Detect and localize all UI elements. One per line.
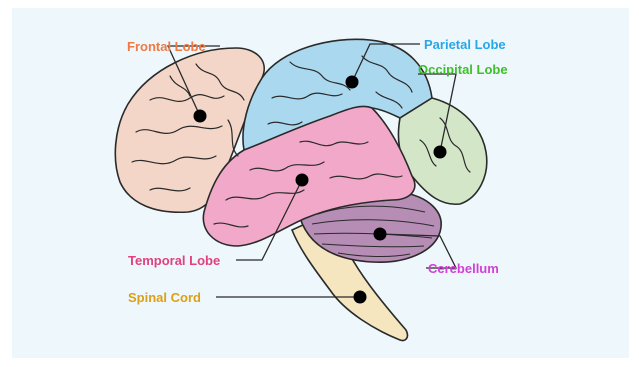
frontal-lobe-label: Frontal Lobe — [127, 39, 206, 54]
parietal-marker-dot — [346, 76, 359, 89]
occipital-lobe-label: Occipital Lobe — [418, 62, 508, 77]
occipital-marker-dot — [434, 146, 447, 159]
frontal-marker-dot — [194, 110, 207, 123]
parietal-lobe-label: Parietal Lobe — [424, 37, 506, 52]
temporal-marker-dot — [296, 174, 309, 187]
spinal-cord-label: Spinal Cord — [128, 290, 201, 305]
cerebellum-label: Cerebellum — [428, 261, 499, 276]
cerebellum-marker-dot — [374, 228, 387, 241]
temporal-lobe-label: Temporal Lobe — [128, 253, 220, 268]
spinal-marker-dot — [354, 291, 367, 304]
